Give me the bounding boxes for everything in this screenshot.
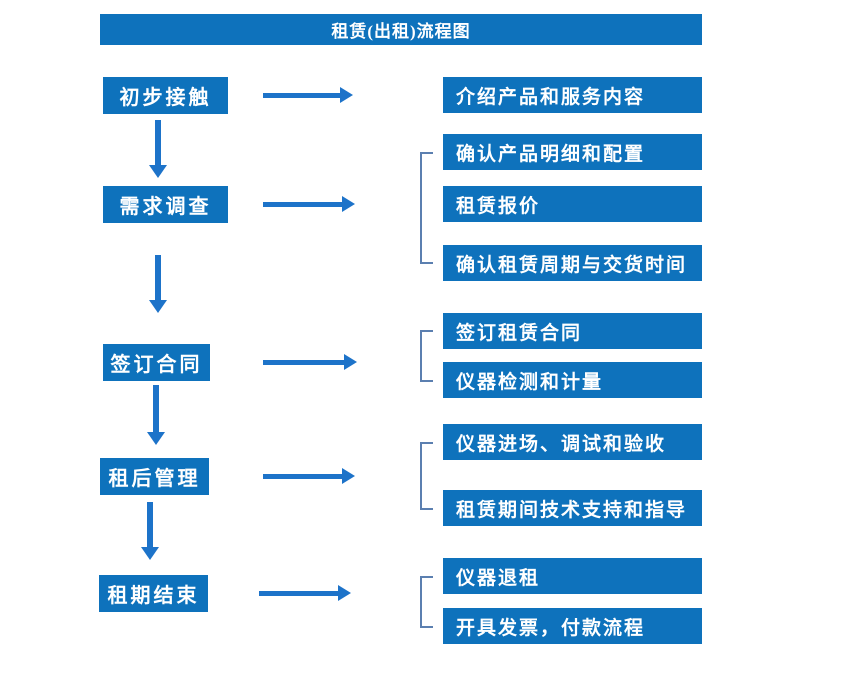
bracket-group-sign-contract	[420, 330, 433, 382]
output-sign-rental-contract: 签订租赁合同	[443, 313, 702, 349]
arrow-right-icon	[263, 196, 355, 212]
stage-post-rental-management: 租后管理	[100, 458, 209, 495]
bracket-group-post-management	[420, 442, 433, 510]
output-instrument-return: 仪器退租	[443, 558, 702, 594]
output-confirm-product-details: 确认产品明细和配置	[443, 134, 702, 170]
page-title: 租赁(出租)流程图	[100, 14, 702, 45]
stage-sign-contract: 签订合同	[103, 344, 210, 381]
arrow-down-icon	[149, 120, 167, 178]
arrow-down-icon	[147, 385, 165, 445]
arrow-right-icon	[263, 354, 357, 370]
bracket-group-rental-end	[420, 576, 433, 628]
output-tech-support: 租赁期间技术支持和指导	[443, 490, 702, 526]
output-introduce-products: 介绍产品和服务内容	[443, 77, 702, 113]
output-instrument-setup: 仪器进场、调试和验收	[443, 424, 702, 460]
stage-rental-end: 租期结束	[99, 575, 208, 612]
output-instrument-testing: 仪器检测和计量	[443, 362, 702, 398]
arrow-right-icon	[259, 585, 351, 601]
output-confirm-period-delivery: 确认租赁周期与交货时间	[443, 245, 702, 281]
bracket-group-demand-survey	[420, 152, 433, 264]
output-invoice-payment: 开具发票，付款流程	[443, 608, 702, 644]
stage-initial-contact: 初步接触	[103, 77, 228, 114]
stage-demand-survey: 需求调查	[103, 186, 228, 223]
arrow-down-icon	[149, 255, 167, 313]
arrow-down-icon	[141, 502, 159, 560]
arrow-right-icon	[263, 468, 355, 484]
output-rental-quote: 租赁报价	[443, 186, 702, 222]
arrow-right-icon	[263, 87, 353, 103]
